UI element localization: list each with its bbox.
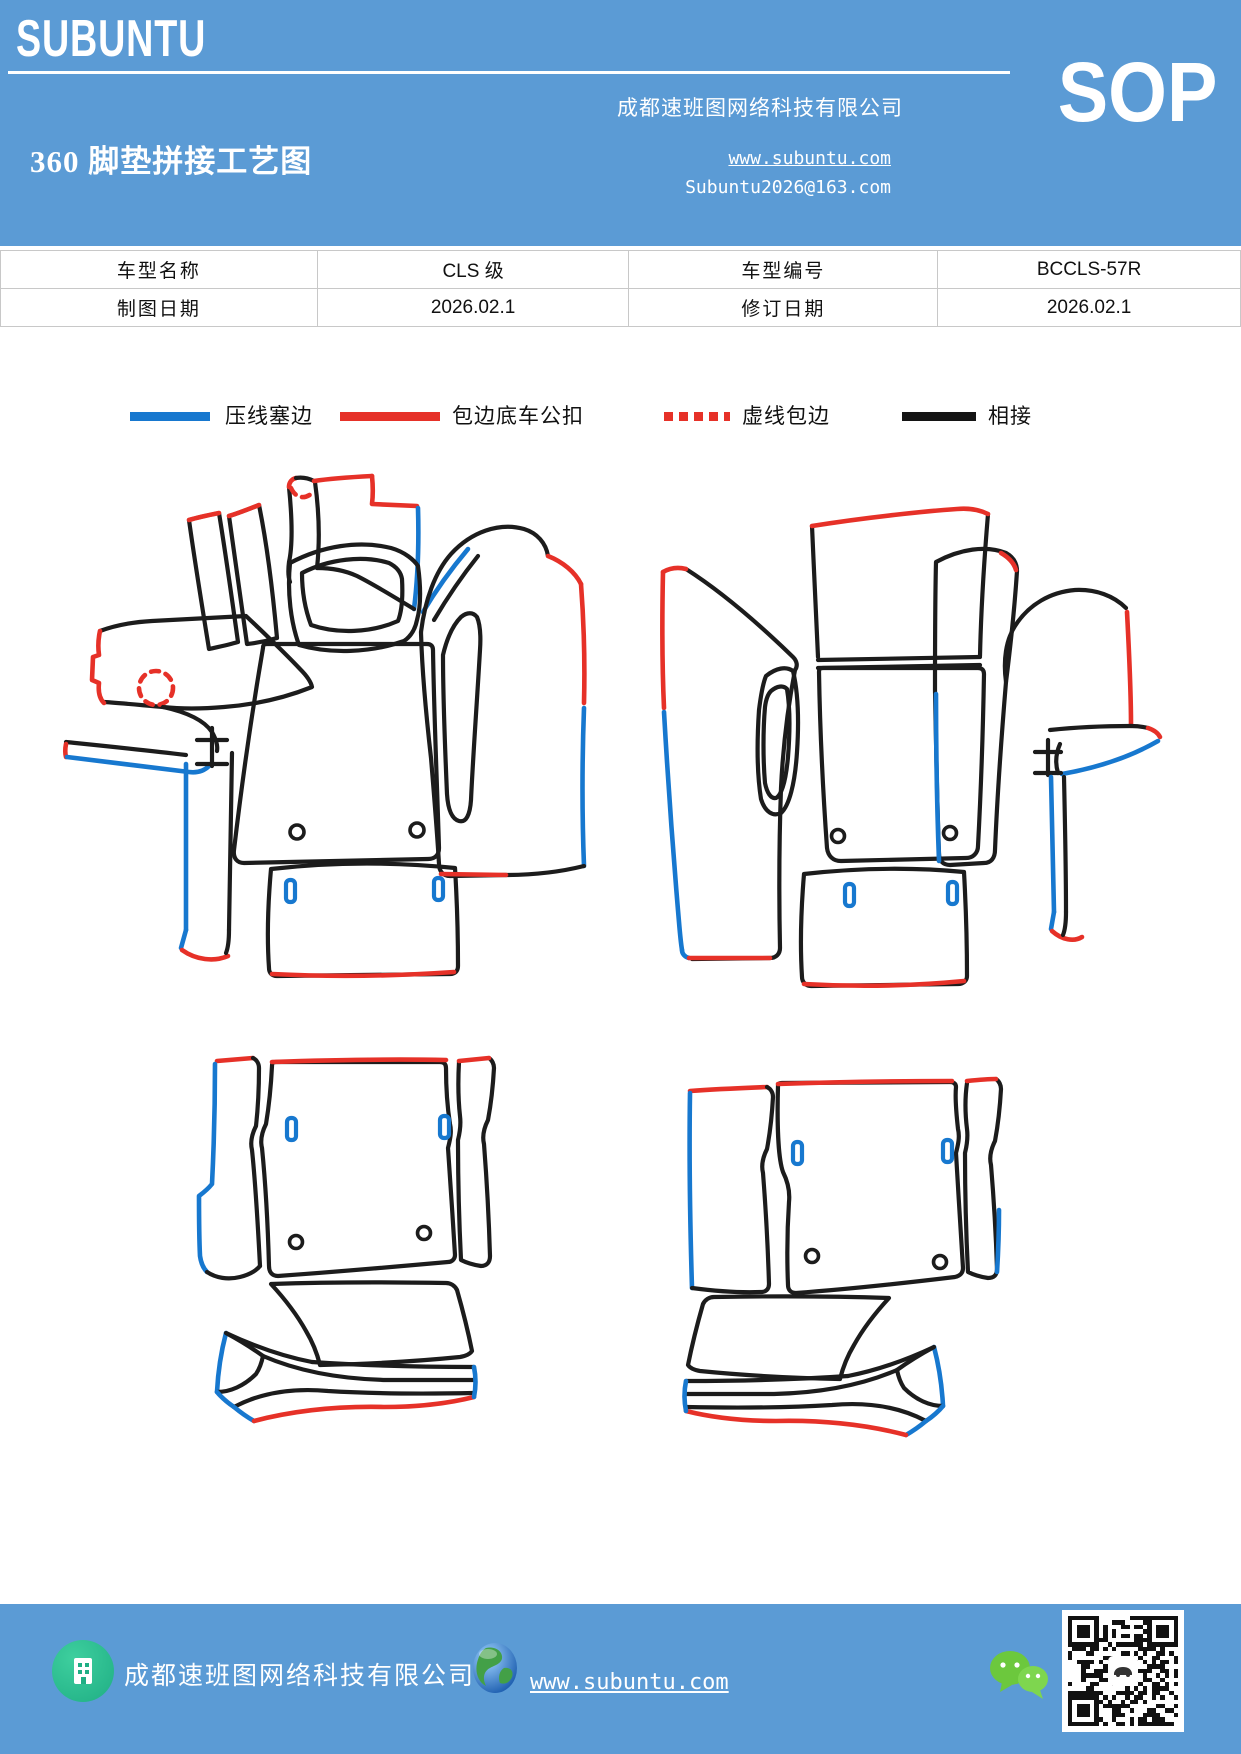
footer-website-link[interactable]: www.subuntu.com xyxy=(530,1670,729,1695)
page-footer: 成都速班图网络科技有限公司 www.subuntu.com xyxy=(0,1604,1241,1754)
building-icon xyxy=(52,1640,114,1702)
legend-label: 包边底车公扣 xyxy=(452,404,584,428)
model-name-label: 车型名称 xyxy=(0,250,318,289)
brand-logo: SUBUNTU xyxy=(16,9,207,68)
vehicle-info-table: 车型名称 CLS 级 车型编号 BCCLS-57R 制图日期 2026.02.1… xyxy=(0,250,1241,327)
table-row: 制图日期 2026.02.1 修订日期 2026.02.1 xyxy=(0,288,1241,327)
header-divider xyxy=(8,71,1010,74)
draw-date-value: 2026.02.1 xyxy=(316,288,630,327)
revise-date-value: 2026.02.1 xyxy=(937,288,1241,327)
model-code-value: BCCLS-57R xyxy=(937,250,1241,289)
page-title: 360 脚垫拼接工艺图 xyxy=(30,144,313,179)
wechat-icon xyxy=(988,1648,1054,1704)
globe-icon xyxy=(466,1638,524,1696)
website-link[interactable]: www.subuntu.com xyxy=(728,148,891,169)
model-code-label: 车型编号 xyxy=(628,250,939,289)
legend-swatch-dashed-line xyxy=(664,412,730,421)
table-row: 车型名称 CLS 级 车型编号 BCCLS-57R xyxy=(0,250,1241,289)
qr-center-logo xyxy=(1108,1656,1138,1686)
revise-date-label: 修订日期 xyxy=(628,288,939,327)
rear-left-hook-strips xyxy=(214,1280,478,1424)
sop-label: SOP xyxy=(1057,45,1217,139)
legend-label: 压线塞边 xyxy=(225,404,313,428)
legend-label: 虚线包边 xyxy=(742,404,830,428)
legend-swatch-red-line xyxy=(340,412,440,421)
legend-swatch-blue-line xyxy=(130,412,210,421)
legend-swatch-black-line xyxy=(902,412,976,421)
diagram-rear-left-set xyxy=(196,1055,497,1424)
diagram-front-left-set xyxy=(62,473,587,979)
model-name-value: CLS 级 xyxy=(316,250,630,289)
qr-code xyxy=(1062,1610,1184,1732)
diagram-rear-right-set xyxy=(682,1076,1004,1438)
diagram-front-right-set xyxy=(660,506,1163,989)
rear-right-hook-strips xyxy=(682,1294,946,1438)
page-header: SUBUNTU 360 脚垫拼接工艺图 成都速班图网络科技有限公司 www.su… xyxy=(0,0,1241,246)
footer-company-name: 成都速班图网络科技有限公司 xyxy=(124,1663,476,1690)
line-legend: 压线塞边 包边底车公扣 虚线包边 相接 xyxy=(0,398,1241,438)
draw-date-label: 制图日期 xyxy=(0,288,318,327)
header-links: www.subuntu.com Subuntu2026@163.com xyxy=(571,148,891,198)
email-address[interactable]: Subuntu2026@163.com xyxy=(685,177,891,198)
legend-label: 相接 xyxy=(988,404,1032,428)
header-company-name: 成都速班图网络科技有限公司 xyxy=(617,96,903,120)
